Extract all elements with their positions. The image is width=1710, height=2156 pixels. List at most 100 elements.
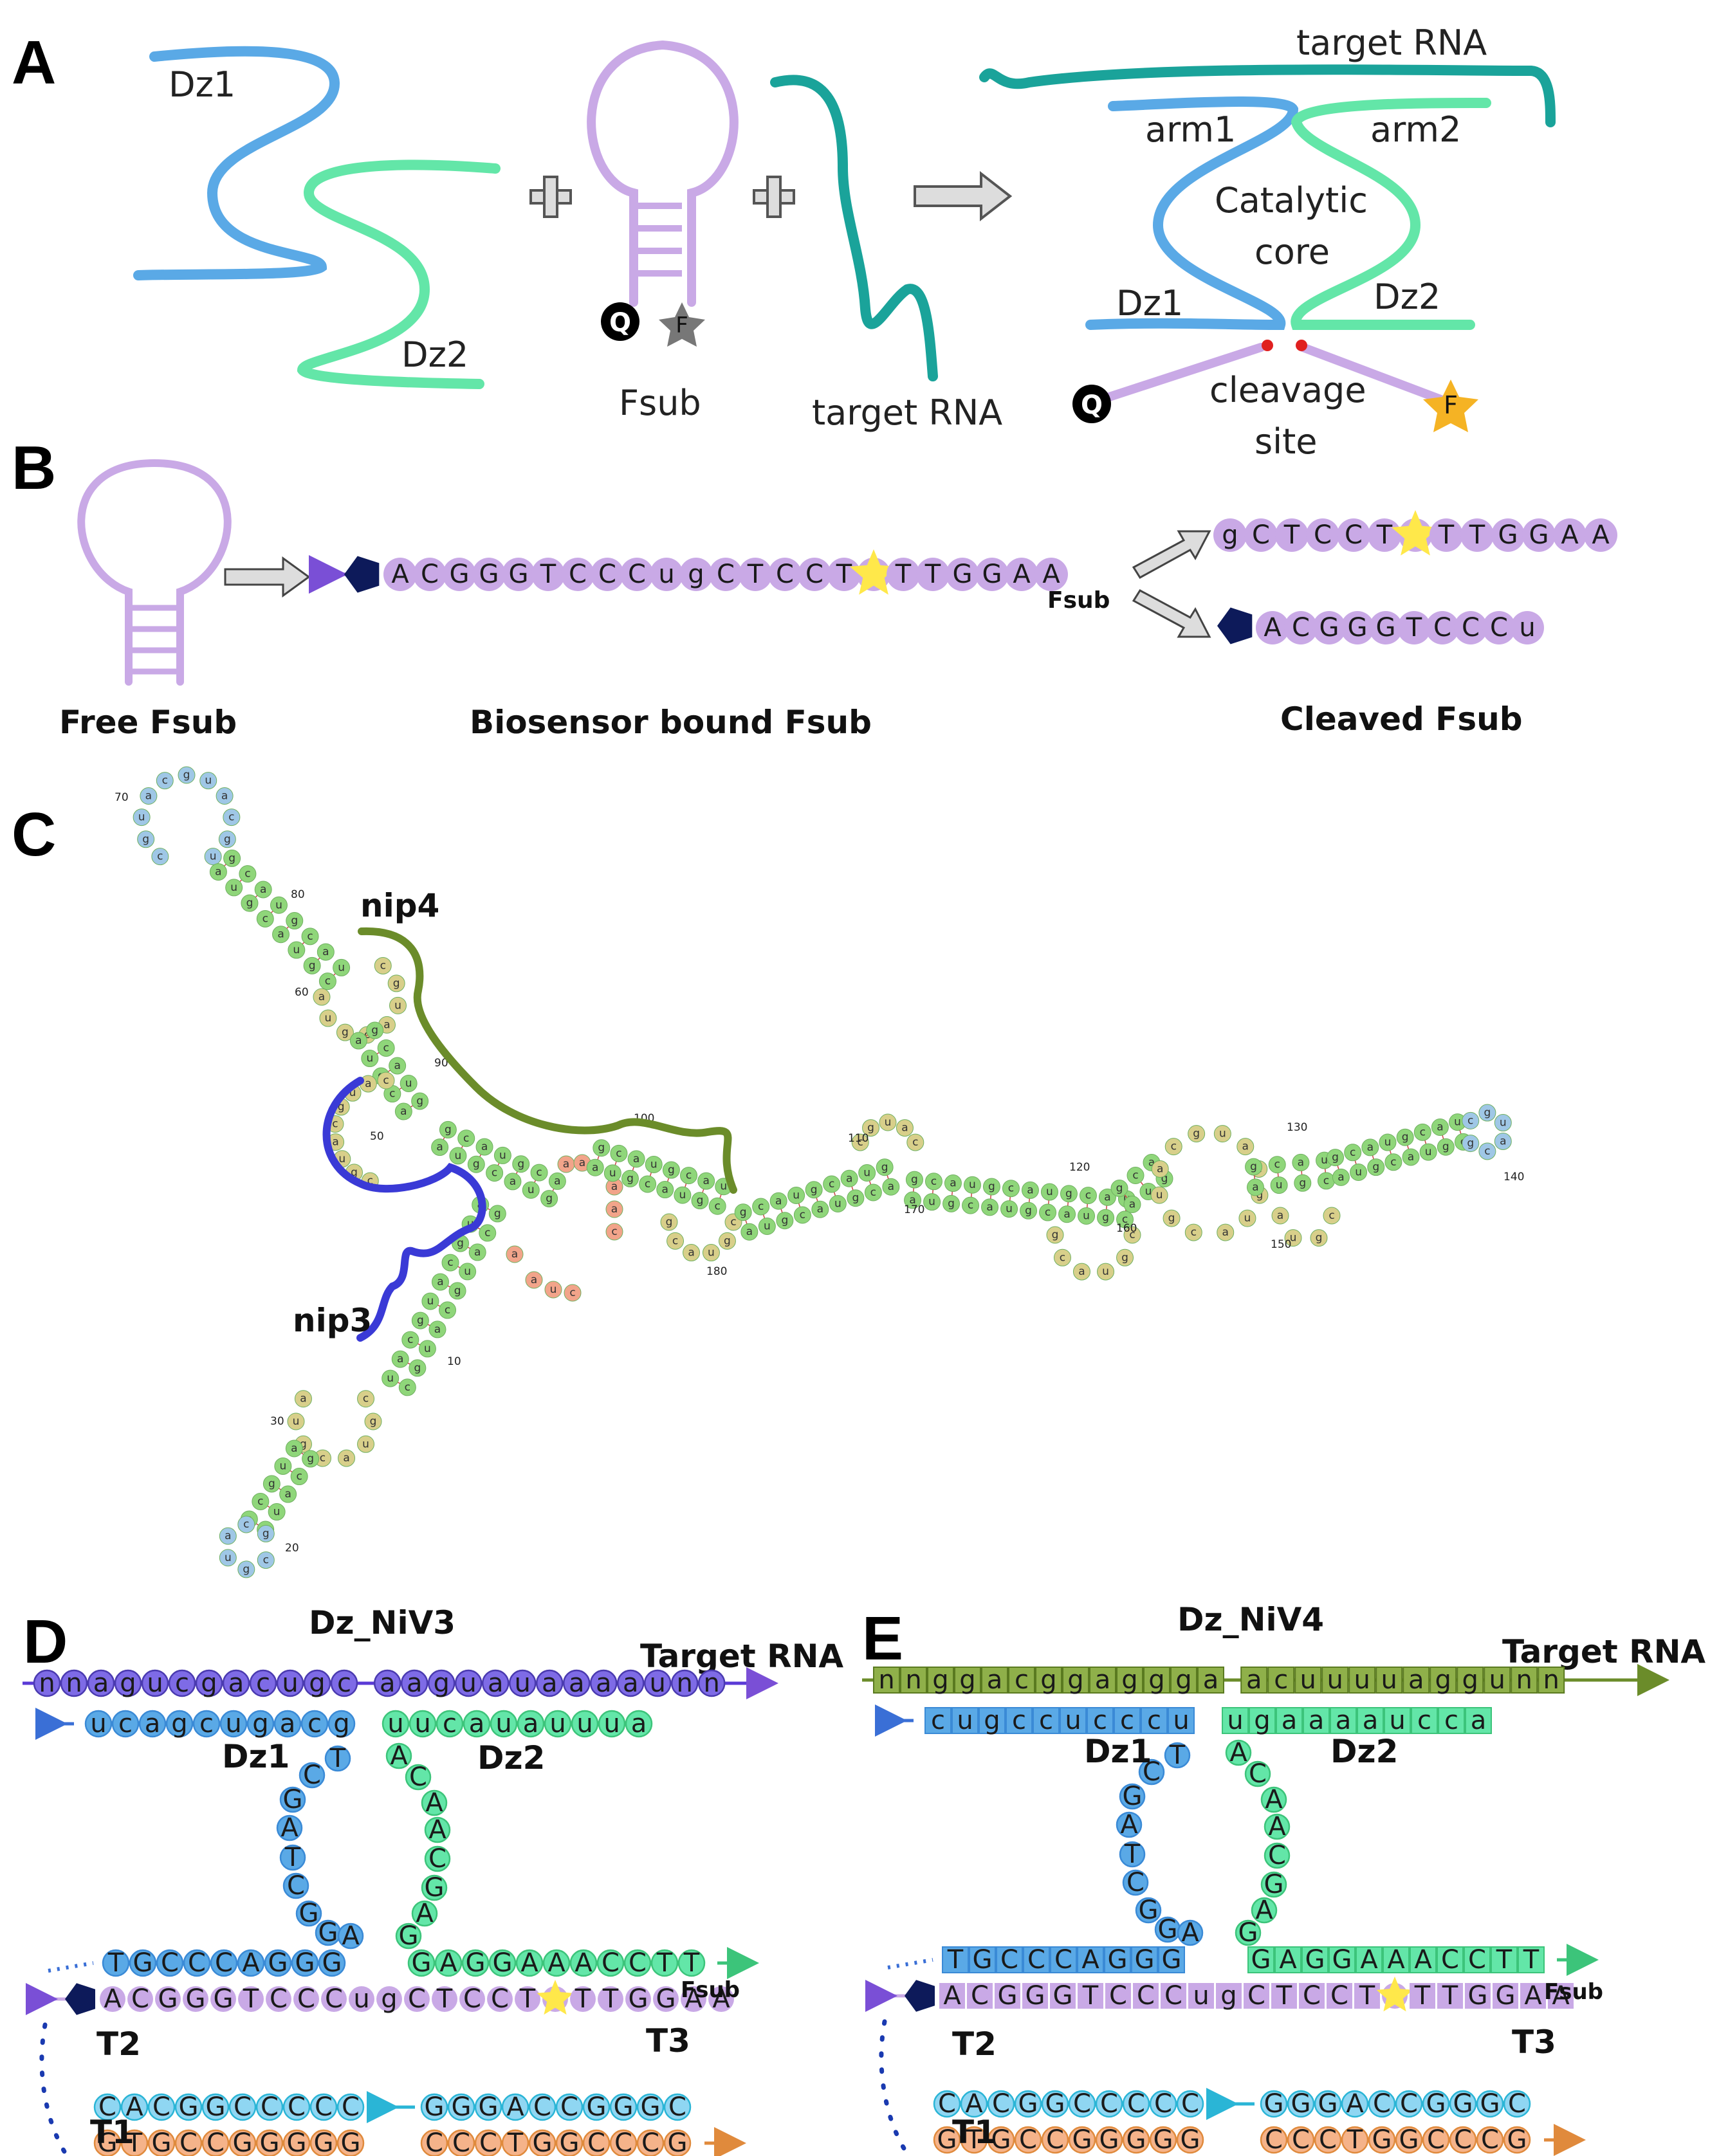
structure-nt-letter: g <box>416 1095 423 1108</box>
residue-number: 150 <box>1271 1238 1291 1251</box>
e-t3-nt <box>1476 2090 1504 2118</box>
d-dz2-lower-nt <box>596 1949 625 1977</box>
structure-nt <box>1284 1229 1302 1247</box>
structure-nt <box>627 1150 645 1168</box>
b-full-nt-letter: G <box>479 560 499 589</box>
e-t1a-nt <box>1068 2126 1096 2154</box>
e-fsub-nt-letter: u <box>1193 1981 1209 2011</box>
structure-nt-letter: c <box>1484 1145 1490 1158</box>
e-dz1-loop-nt <box>1138 1759 1165 1786</box>
b-full-nt <box>887 558 920 591</box>
structure-nt-letter: g <box>1102 1211 1109 1224</box>
structure-nt-letter: a <box>592 1161 598 1174</box>
d-t3-nt-letter: G <box>614 2092 634 2122</box>
structure-nt <box>488 1205 506 1223</box>
b-full-nt-letter: C <box>421 560 439 589</box>
d-fsub-nt <box>266 1986 291 2012</box>
d-target-nt-letter: n <box>66 1668 82 1698</box>
d-dz2-lower-nt-letter: A <box>520 1948 538 1978</box>
e-target-nt-letter: g <box>1175 1665 1191 1695</box>
structure-nt <box>1164 1138 1182 1156</box>
structure-nt <box>1478 1104 1496 1122</box>
b-top-nt <box>1306 518 1339 552</box>
structure-nt-letter: g <box>291 915 298 927</box>
e-t1b-nt-letter: G <box>1372 2125 1392 2155</box>
d-dz2-arm-nt-letter: u <box>387 1709 403 1739</box>
structure-nt-letter: g <box>371 1024 378 1037</box>
b-top-nt-letter: g <box>1222 520 1238 550</box>
structure-nt-letter: a <box>1252 1181 1258 1194</box>
d-t1b-nt-letter: G <box>560 2128 580 2156</box>
d-dz1-loop-nt-letter: C <box>303 1760 321 1790</box>
b-full-nt <box>709 558 742 591</box>
e-t2-nt-letter: C <box>938 2089 956 2119</box>
e-target-nt <box>1457 1667 1484 1694</box>
d-t3-nt <box>420 2093 448 2121</box>
structure-nt-letter: u <box>338 961 345 974</box>
structure-nt <box>361 1050 379 1068</box>
e-dz2-lower-nt <box>1356 1946 1383 1973</box>
d-target-nt-letter: g <box>309 1668 325 1698</box>
d-target-nt-letter: n <box>677 1668 693 1698</box>
e-t2-nt <box>933 2090 961 2118</box>
structure-nt <box>683 1244 701 1262</box>
e-dz1-lower-nt-letter: C <box>1054 1945 1072 1975</box>
e-dz1-arm-nt <box>1033 1707 1060 1734</box>
structure-nt-letter: u <box>138 811 145 824</box>
e-dz1-lower-nt <box>1077 1946 1104 1973</box>
structure-nt-letter: a <box>554 1174 560 1187</box>
d-fsub-nt-letter: T <box>575 1984 591 2014</box>
e-target-nt-letter: g <box>1121 1665 1137 1695</box>
structure-nt <box>1268 1156 1286 1174</box>
b-full-nt <box>768 558 802 591</box>
target-rna-strand <box>770 75 938 381</box>
structure-nt-letter: a <box>901 1122 908 1135</box>
e-t2-label: T2 <box>952 2025 997 2063</box>
d-fsub-nt <box>238 1986 264 2012</box>
b-top-nt <box>1213 518 1247 552</box>
structure-nt-letter: a <box>365 1077 371 1090</box>
b-top-nt <box>1553 518 1586 552</box>
structure-nt-letter: u <box>1046 1185 1053 1198</box>
structure-nt <box>204 848 222 866</box>
structure-nt <box>525 1271 543 1289</box>
e-t1a-nt-letter: C <box>1019 2125 1037 2155</box>
e-target-nt <box>1267 1667 1295 1694</box>
d-t2-nt-letter: G <box>179 2092 199 2122</box>
structure-nt-letter: a <box>909 1194 915 1207</box>
e-dz2-lower-nt <box>1437 1946 1464 1973</box>
e-t3-nt-letter: G <box>1453 2089 1473 2119</box>
d-t2-nt <box>120 2093 149 2121</box>
e-fsub-nt-letter: G <box>1468 1981 1488 2011</box>
d-dz1-loop-nt <box>337 1923 364 1950</box>
b-full-nt-letter: G <box>982 560 1002 589</box>
structure-nt <box>1217 1223 1235 1241</box>
target-rna-top-label: target RNA <box>1296 23 1487 63</box>
e-t2-nt <box>1068 2090 1096 2118</box>
e-dz1-loop-nt-letter: T <box>1169 1740 1186 1770</box>
structure-nt-letter: a <box>611 1203 618 1216</box>
structure-nt-letter: u <box>1102 1265 1109 1278</box>
structure-nt <box>294 1390 312 1408</box>
d-dz1-lower-nt-letter: G <box>268 1948 288 1978</box>
e-t3-nt-letter: G <box>1291 2089 1311 2119</box>
structure-nt <box>237 1560 255 1578</box>
e-target-nt <box>1348 1667 1376 1694</box>
d-dz2-lower-nt <box>542 1949 571 1977</box>
structure-nt <box>702 1244 720 1262</box>
e-fsub-nt-letter: T <box>1442 1981 1458 2011</box>
b-full-nt <box>591 558 624 591</box>
e-dz1-arm-nt <box>979 1707 1006 1734</box>
d-fsub-nt-letter: G <box>214 1984 234 2014</box>
e-target-nt-letter: u <box>1300 1665 1316 1695</box>
structure-nt <box>530 1164 548 1182</box>
structure-nt <box>896 1119 914 1137</box>
structure-nt-letter: c <box>715 1200 721 1212</box>
e-t2-nt-letter: C <box>1100 2089 1118 2119</box>
structure-nt-letter: a <box>1408 1151 1414 1164</box>
e-t1a-nt-letter: G <box>1181 2125 1200 2155</box>
structure-nt <box>876 1158 894 1176</box>
structure-nt <box>1188 1125 1206 1143</box>
d-dz1-lower-nt <box>291 1949 319 1977</box>
